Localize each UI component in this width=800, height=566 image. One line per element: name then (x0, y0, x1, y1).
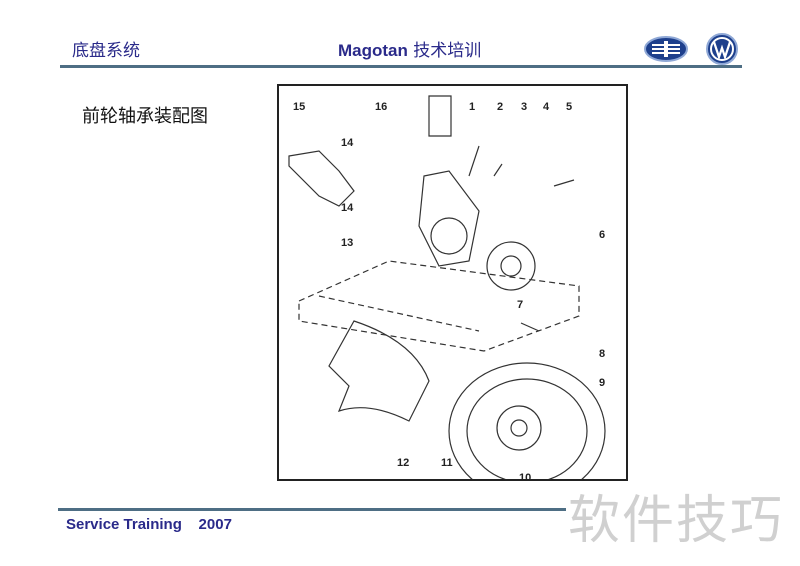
callout-6: 6 (599, 229, 605, 241)
callout-2: 2 (497, 101, 503, 113)
callout-7: 7 (517, 299, 523, 311)
callout-4: 4 (543, 101, 550, 113)
header-rule (60, 65, 742, 68)
footer-rule (58, 508, 566, 511)
slide-subtitle: 前轮轴承装配图 (82, 106, 208, 127)
callout-11: 11 (441, 457, 453, 469)
callout-9: 9 (599, 377, 605, 389)
callout-5: 5 (566, 101, 572, 113)
title-en: Magotan (338, 41, 408, 60)
callout-1: 1 (469, 101, 475, 113)
section-title: 底盘系统 (72, 41, 140, 61)
callout-16: 16 (375, 101, 387, 113)
callout-8: 8 (599, 348, 605, 360)
callout-14a: 14 (341, 137, 354, 149)
front-wheel-bearing-diagram: 1 2 3 4 5 6 7 8 9 10 11 12 13 14 14 15 1… (277, 84, 628, 500)
footer-text: Service Training 2007 (66, 516, 232, 533)
watermark: 软件技巧 (568, 491, 785, 551)
vw-logo (706, 33, 738, 65)
callout-10: 10 (519, 472, 531, 479)
callout-3: 3 (521, 101, 527, 113)
callout-15: 15 (293, 101, 305, 113)
callout-14b: 14 (341, 202, 354, 214)
brand-logos (644, 33, 738, 65)
title-cn: 技术培训 (407, 41, 482, 61)
callout-13: 13 (341, 237, 353, 249)
slide-header-title: Magotan 技术培训 (338, 36, 481, 61)
faw-logo (644, 36, 688, 62)
callout-12: 12 (397, 457, 409, 469)
